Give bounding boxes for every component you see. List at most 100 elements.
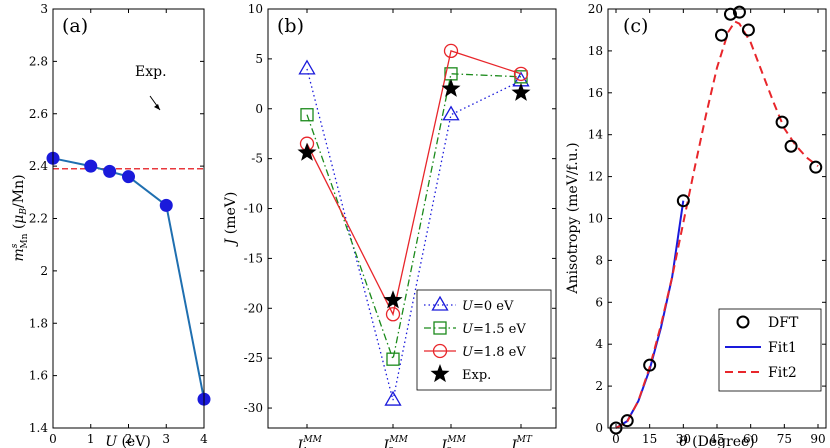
panel-b-y-tick-label: 0: [255, 102, 263, 116]
panel-c-y-tick-label: 6: [595, 295, 603, 309]
panel-c-y-tick-label: 16: [588, 86, 603, 100]
panel-c-legend-label: Fit2: [768, 365, 797, 381]
panel-c-x-tick-label: 15: [642, 432, 657, 446]
panel-b-frame: [267, 8, 557, 429]
panel-c-y-tick-label: 10: [588, 212, 603, 226]
panel-a-data-point: [103, 164, 117, 178]
panel-b-legend-label: Exp.: [462, 368, 491, 383]
panel-a-data-point: [122, 170, 135, 184]
panel-b-legend: U=0 eV U=1.5 eV U=1.8 eV Exp.: [416, 289, 552, 391]
panel-c-y-tick-label: 18: [588, 44, 603, 58]
panel-c-frame: [607, 8, 827, 429]
panel-c-dft-point: [643, 358, 657, 372]
panel-c-x-tick-label: 75: [777, 432, 792, 446]
panel-b-legend-marker: [433, 321, 447, 335]
panel-b-data-point: [298, 59, 316, 75]
panel-a-reference-arrowhead: [154, 104, 160, 110]
panel-b-label: (b): [277, 15, 304, 37]
panel-c-dft-point: [775, 115, 789, 129]
panel-a-data-point: [84, 159, 98, 173]
panel-a-series: [46, 151, 211, 406]
panel-b-series-line: [306, 73, 522, 362]
panel-b-data-point: [297, 142, 317, 161]
panel-a-reference-label: Exp.: [135, 64, 167, 80]
panel-a-x-tick-label: 4: [200, 432, 208, 446]
panel-b-legend-marker: [430, 364, 450, 383]
panel-a-x-tick-label: 2: [125, 432, 133, 446]
panel-a-series-line: [52, 157, 205, 400]
panel-c-legend-label: DFT: [768, 315, 799, 331]
panel-c-x-tick-label: 0: [612, 432, 620, 446]
panel-b-y-tick-label: -10: [244, 202, 263, 216]
panel-a-y-tick-label: 3: [40, 2, 48, 16]
panel-a-y-tick-label: 2: [40, 264, 48, 278]
panel-c-y-tick-label: 0: [595, 421, 603, 435]
panel-c-legend-marker: [736, 315, 750, 329]
panel-b-x-tick-label: JMT: [508, 435, 533, 448]
panel-b-data-point: [386, 352, 400, 366]
panel-b-data-point: [385, 307, 401, 322]
panel-c-dft-point: [620, 414, 634, 428]
panel-a-y-tick-label: 2.6: [29, 107, 48, 121]
panel-a-data-point: [159, 198, 173, 212]
panel-a-y-tick-label: 1.6: [29, 369, 48, 383]
panel-c-x-tick-label: 45: [709, 432, 724, 446]
panel-a-x-tick-label: 1: [87, 432, 95, 446]
panel-c-dft-point: [676, 194, 690, 208]
panel-b-data-point: [383, 290, 403, 309]
panel-a-x-tick-label: 3: [162, 432, 170, 446]
panel-b-series-line: [306, 68, 522, 401]
panel-b-x-tick-label: J2MM: [380, 435, 409, 448]
panel-b-ticks: -30-25-20-15-10-50510J1MMJ2MMJ3MMJMT: [244, 2, 556, 448]
panel-c-fit1-line: [615, 200, 685, 429]
panel-a-y-tick-label: 1.8: [29, 316, 48, 330]
panel-c-y-tick-label: 4: [595, 337, 603, 351]
panel-c-x-tick-label: 30: [676, 432, 691, 446]
panel-c-x-tick-label: 90: [810, 432, 825, 446]
panel-c-dft-point: [732, 5, 746, 19]
panel-c-x-axis-label: θ (Degree): [679, 434, 755, 448]
panel-a-y-tick-label: 2.8: [29, 54, 48, 68]
panel-b-legend-marker: [431, 295, 449, 311]
panel-b-x-tick-label: J1MM: [294, 435, 323, 448]
panel-b-legend-marker: [432, 343, 448, 359]
panel-c-dft-point: [809, 160, 823, 174]
panel-c-x-tick-label: 60: [743, 432, 758, 446]
panel-b-legend-label: U=0 eV: [462, 299, 514, 314]
panel-b-y-tick-label: 10: [248, 2, 263, 16]
panel-a-x-tick-label: 0: [49, 432, 57, 446]
panel-b-y-tick-label: 5: [255, 52, 263, 66]
panel-c-y-tick-label: 14: [588, 128, 604, 142]
panel-b-legend-label: U=1.8 eV: [462, 345, 526, 360]
panel-b-series-line: [306, 50, 522, 317]
panel-a-y-tick-label: 2.4: [29, 159, 48, 173]
panel-a-y-tick-label: 1.4: [29, 421, 48, 435]
panel-b-series: [297, 43, 531, 406]
panel-b-x-tick-label: J3MM: [438, 435, 467, 448]
panel-c-y-axis-label: Anisotropy (meV/f.u.): [565, 142, 581, 294]
panel-b-data-point: [300, 108, 314, 122]
panel-c-label: (c): [623, 15, 648, 37]
panel-b-y-axis-label: J (meV): [223, 192, 239, 248]
panel-b-y-tick-label: -20: [244, 301, 263, 315]
panel-c-dft-point: [784, 139, 798, 153]
panel-b-data-point: [384, 390, 402, 406]
panel-b-data-point: [443, 43, 459, 59]
panel-a-frame: [52, 8, 205, 429]
panel-b-y-tick-label: -15: [244, 251, 263, 265]
panel-c-y-tick-label: 20: [588, 2, 603, 16]
panel-b-y-tick-label: -30: [244, 401, 263, 415]
panel-c-legend-label: Fit1: [768, 340, 797, 356]
panel-a-label: (a): [62, 15, 88, 37]
panel-b-legend-label: U=1.5 eV: [462, 322, 526, 337]
panel-c-dft-point: [714, 28, 728, 42]
panel-b: -30-25-20-15-10-50510J1MMJ2MMJ3MMJMT (b)…: [223, 2, 557, 448]
panel-b-y-tick-label: -25: [244, 351, 263, 365]
panel-b-data-point: [442, 105, 460, 121]
